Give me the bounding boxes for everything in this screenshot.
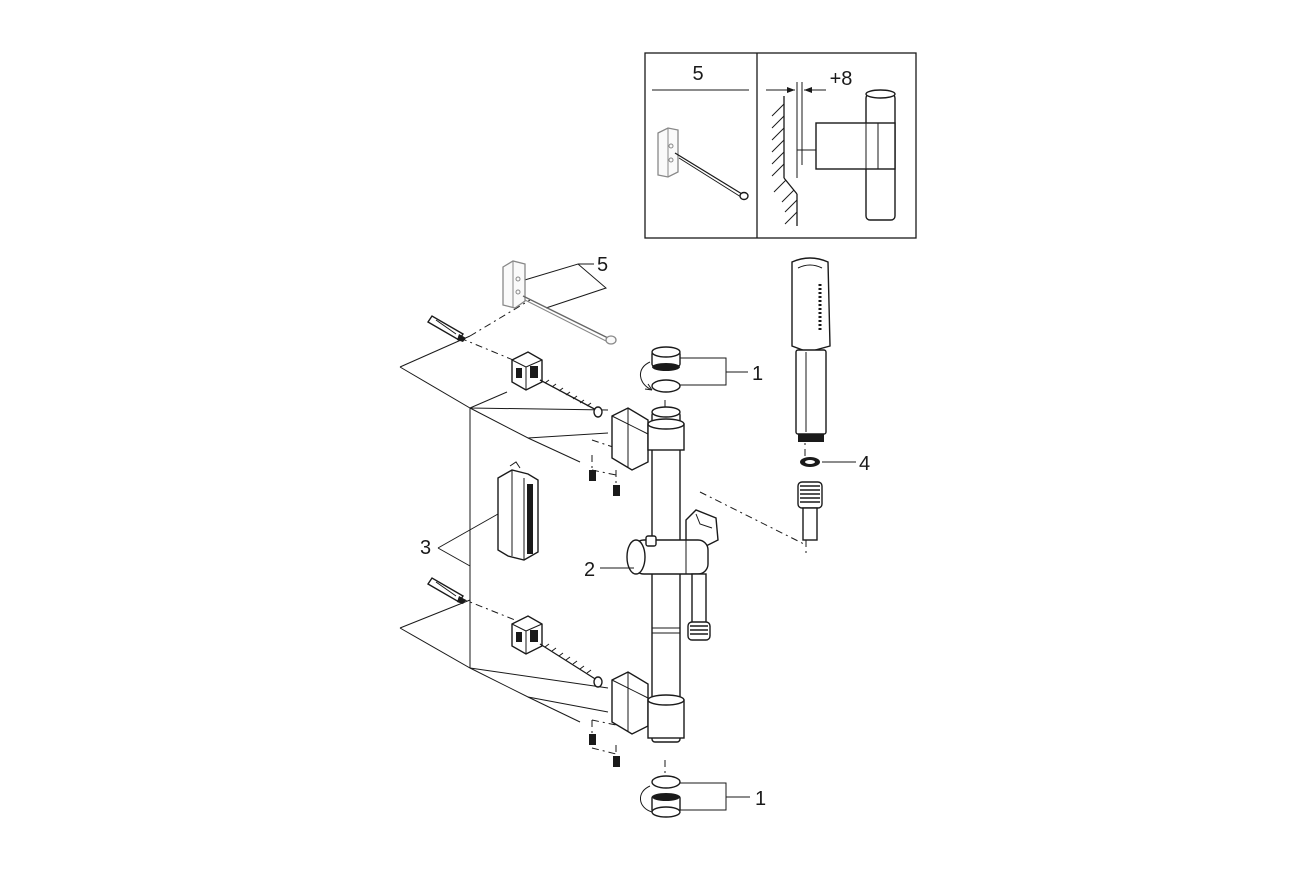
mounting-block-top [511, 351, 543, 391]
hose-connector-lower [687, 573, 711, 641]
rail-holder-top [611, 407, 685, 471]
grub-screws-bottom [589, 720, 620, 767]
label-5: 5 [597, 254, 608, 276]
wall-bracket-top-5 [502, 260, 617, 345]
mounting-block-bottom [511, 615, 543, 655]
screw-top [539, 379, 603, 418]
end-cap-top [640, 346, 681, 393]
wall-plug-bottom [427, 577, 466, 604]
bar-insert-part-3 [497, 461, 539, 561]
wall-plug-top [427, 315, 466, 342]
label-1-bottom: 1 [755, 788, 766, 810]
callout-4: 4 [822, 453, 870, 475]
inset-detail: 5 [644, 52, 917, 239]
inset-label-5: 5 [692, 63, 703, 85]
inset-dimension-arrows [766, 87, 826, 93]
rail-holder-bottom [611, 671, 685, 739]
hose-nut [797, 481, 823, 541]
callout-2: 2 [584, 559, 634, 581]
shower-rail [651, 406, 681, 743]
slider-2 [626, 509, 719, 575]
label-4: 4 [859, 453, 870, 475]
label-1-top: 1 [752, 363, 763, 385]
inset-wall-section [771, 82, 816, 226]
hose-washer-4 [800, 457, 820, 467]
inset-bracket [657, 127, 679, 178]
end-cap-bottom [640, 775, 681, 818]
screw-bottom [539, 643, 603, 688]
callout-1-top: 1 [680, 357, 763, 386]
inset-screw [674, 152, 749, 201]
callout-1-bottom: 1 [680, 782, 766, 811]
inset-bar-clamp [815, 89, 896, 221]
inset-label-offset: +8 [830, 68, 853, 90]
callout-5: 5 [578, 254, 608, 276]
wall-plane-lines [399, 263, 609, 723]
callout-3: 3 [420, 513, 499, 567]
label-3: 3 [420, 537, 431, 559]
grub-screws-top [589, 455, 620, 496]
label-2: 2 [584, 559, 595, 581]
hand-shower [791, 257, 831, 442]
